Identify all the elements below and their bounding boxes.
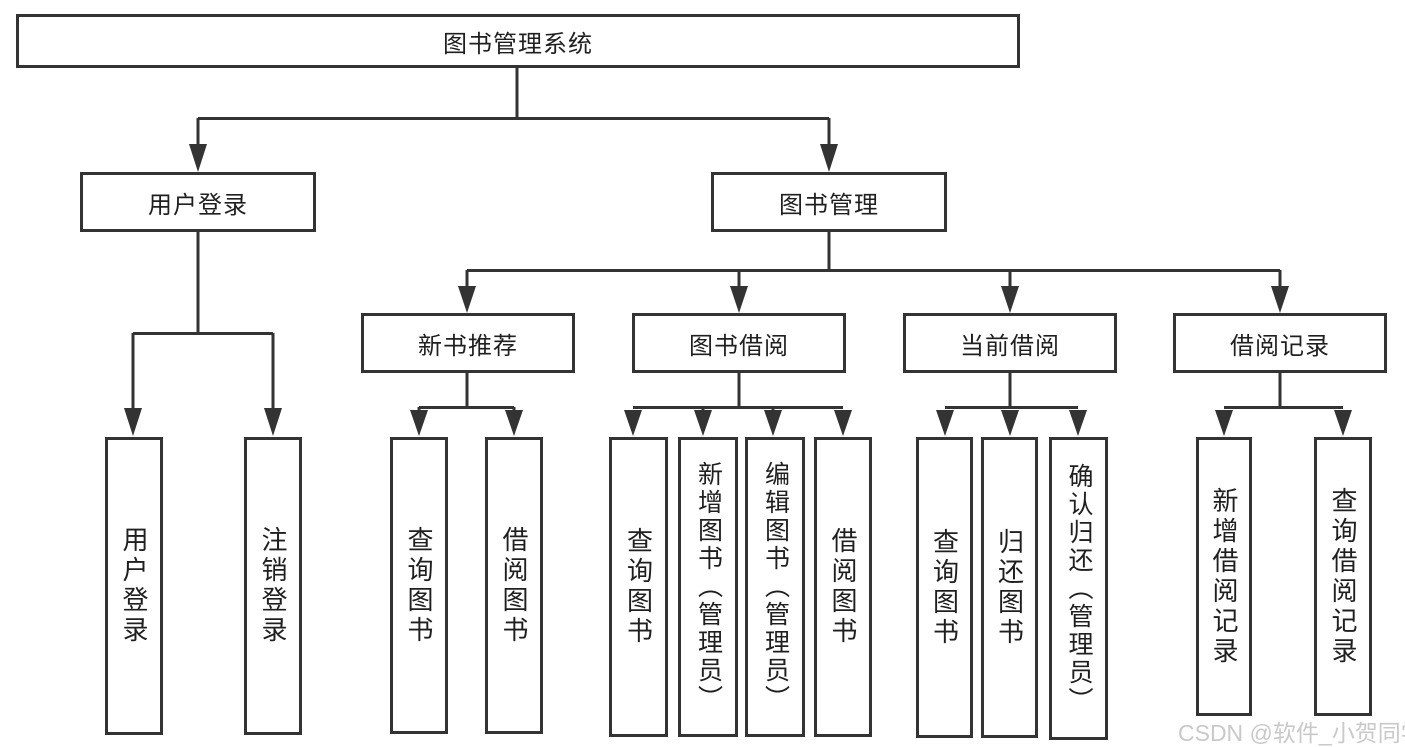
node-user-login-label: 用户登录 <box>148 191 248 219</box>
leaf-add-borrow-record: 新增借阅记录 <box>1196 437 1252 716</box>
node-current-borrowing: 当前借阅 <box>903 313 1117 373</box>
node-new-book-recommend: 新书推荐 <box>361 313 575 373</box>
arrowhead-recd-query <box>1334 410 1352 436</box>
node-library-system-label: 图书管理系统 <box>443 30 593 58</box>
leaf-logout-label: 注销登录 <box>258 526 288 646</box>
node-borrowing-records-label: 借阅记录 <box>1230 332 1330 360</box>
node-book-borrowing-label: 图书借阅 <box>689 332 789 360</box>
leaf-user-login: 用户登录 <box>105 437 163 735</box>
leaf-borrowing-query-books-label: 查询图书 <box>623 527 654 647</box>
leaf-query-borrow-record-label: 查询借阅记录 <box>1328 486 1358 667</box>
arrowhead-leaf-logout <box>264 408 282 436</box>
leaf-confirm-return-admin: 确认归还（管理员） <box>1049 437 1108 740</box>
arrowhead-cur-return <box>1001 410 1019 436</box>
leaf-add-books-admin-label: 新增图书（管理员） <box>694 461 723 713</box>
node-new-book-recommend-label: 新书推荐 <box>418 332 518 360</box>
leaf-recommend-query-books: 查询图书 <box>390 437 448 734</box>
leaf-current-query-books: 查询图书 <box>916 437 973 738</box>
leaf-borrowing-borrow-books-label: 借阅图书 <box>828 527 858 647</box>
leaf-borrowing-query-books: 查询图书 <box>609 437 668 737</box>
node-user-login: 用户登录 <box>80 172 316 232</box>
arrowhead-bor-borrow <box>834 410 852 436</box>
arrowhead-current <box>1001 286 1019 313</box>
arrowhead-bor-edit <box>764 410 782 436</box>
node-book-management-label: 图书管理 <box>779 191 879 219</box>
leaf-add-borrow-record-label: 新增借阅记录 <box>1209 486 1239 667</box>
leaf-user-login-label: 用户登录 <box>119 526 149 646</box>
leaf-add-books-admin: 新增图书（管理员） <box>678 437 738 737</box>
arrowhead-user-login <box>189 144 207 172</box>
leaf-recommend-borrow-books-label: 借阅图书 <box>499 525 529 646</box>
arrowhead-leaf-login <box>124 408 142 436</box>
leaf-query-borrow-record: 查询借阅记录 <box>1314 437 1372 716</box>
arrowhead-recd-add <box>1215 410 1233 436</box>
leaf-return-books-label: 归还图书 <box>994 527 1025 648</box>
leaf-edit-books-admin: 编辑图书（管理员） <box>745 437 805 737</box>
arrowhead-bor-query <box>624 410 642 436</box>
leaf-logout: 注销登录 <box>244 437 302 735</box>
leaf-borrowing-borrow-books: 借阅图书 <box>814 437 872 737</box>
arrowhead-bor-add <box>694 410 712 436</box>
leaf-edit-books-admin-label: 编辑图书（管理员） <box>761 461 790 713</box>
arrowhead-cur-query <box>936 410 954 436</box>
node-book-management: 图书管理 <box>711 172 947 232</box>
watermark: CSDN @软件_小贺同学 <box>1178 720 1405 746</box>
arrowhead-cur-confirm <box>1069 410 1087 436</box>
arrowhead-records <box>1271 286 1289 313</box>
arrowhead-borrow <box>730 286 748 313</box>
leaf-recommend-borrow-books: 借阅图书 <box>485 437 543 734</box>
leaf-recommend-query-books-label: 查询图书 <box>404 525 434 646</box>
arrowhead-rec-query <box>410 410 428 436</box>
arrowhead-book-mgmt <box>820 144 838 172</box>
leaf-current-query-books-label: 查询图书 <box>929 527 960 648</box>
node-library-system: 图书管理系统 <box>16 14 1020 68</box>
leaf-return-books: 归还图书 <box>981 437 1038 738</box>
node-borrowing-records: 借阅记录 <box>1173 313 1387 373</box>
node-book-borrowing: 图书借阅 <box>632 313 846 373</box>
leaf-confirm-return-admin-label: 确认归还（管理员） <box>1065 462 1093 715</box>
arrowhead-recommend <box>458 286 476 313</box>
arrowhead-rec-borrow <box>505 410 523 436</box>
node-current-borrowing-label: 当前借阅 <box>960 332 1060 360</box>
